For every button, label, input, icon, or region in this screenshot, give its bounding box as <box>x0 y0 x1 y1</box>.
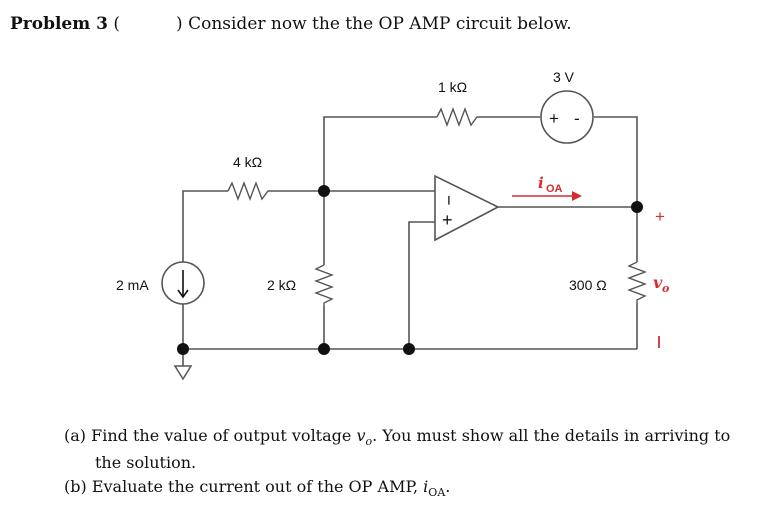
question-b-var-sub: OA <box>428 486 446 500</box>
label-ioa: i <box>538 174 544 192</box>
close-paren: ) <box>176 14 183 34</box>
question-a-text-3: the solution. <box>95 453 197 473</box>
nodes <box>177 185 643 355</box>
vo-label: v <box>653 273 663 292</box>
ground-icon <box>173 365 193 381</box>
vo-plus: + <box>655 207 665 226</box>
label-2ma: 2 mA <box>116 277 149 293</box>
voltage-source: + - <box>540 90 594 144</box>
wire-left-up <box>182 190 228 262</box>
problem-label: Problem 3 <box>10 14 108 34</box>
node <box>177 343 189 355</box>
node <box>318 343 330 355</box>
question-b-tag: (b) <box>64 477 87 496</box>
label-ioa-sub: OA <box>546 183 563 195</box>
resistor-4k <box>227 181 273 201</box>
question-b: (b) Evaluate the current out of the OP A… <box>64 476 744 503</box>
label-4k: 4 kΩ <box>233 154 262 170</box>
question-a-tag: (a) <box>64 426 87 445</box>
vs-minus: - <box>574 109 580 128</box>
label-1k: 1 kΩ <box>438 79 467 95</box>
open-paren: ( <box>113 14 121 34</box>
label-2k: 2 kΩ <box>267 277 296 293</box>
resistor-2k <box>314 264 334 306</box>
wire-top-left <box>323 116 437 191</box>
wire-plus-input <box>408 221 435 349</box>
resistor-300 <box>627 261 647 303</box>
arrow-right-icon <box>572 191 582 201</box>
vo-sub: o <box>662 282 669 295</box>
wire-top-right <box>594 116 638 207</box>
current-source <box>161 261 205 305</box>
label-300: 300 Ω <box>569 277 607 293</box>
question-b-text-2: . <box>445 477 451 496</box>
problem-statement: Consider now the the OP AMP circuit belo… <box>188 14 572 34</box>
question-b-text: Evaluate the current out of the OP AMP, <box>91 477 419 496</box>
question-a-text-2: . You must show all the details in arriv… <box>372 426 731 445</box>
op-amp-circuit-diagram: + - − + 1 kΩ 3 V 4 kΩ 2 mA 2 kΩ 300 Ω i … <box>116 69 669 381</box>
question-a: (a) Find the value of output voltage vo.… <box>64 425 744 473</box>
label-3v: 3 V <box>553 69 575 85</box>
node <box>403 343 415 355</box>
vs-plus: + <box>549 109 559 128</box>
question-a-var: v <box>356 426 366 445</box>
current-arrow <box>512 191 582 201</box>
problem-header: Problem 3 () Consider now the the OP AMP… <box>10 14 572 34</box>
question-a-var-sub: o <box>365 435 373 449</box>
resistor-1k <box>436 107 485 127</box>
question-a-text: Find the value of output voltage <box>91 426 352 445</box>
opamp-minus-terminal: − <box>439 195 459 206</box>
opamp-plus-terminal: + <box>442 210 453 230</box>
question-b-var: i <box>423 477 429 496</box>
node <box>631 201 643 213</box>
op-amp: − + <box>434 174 500 242</box>
node <box>318 185 330 197</box>
